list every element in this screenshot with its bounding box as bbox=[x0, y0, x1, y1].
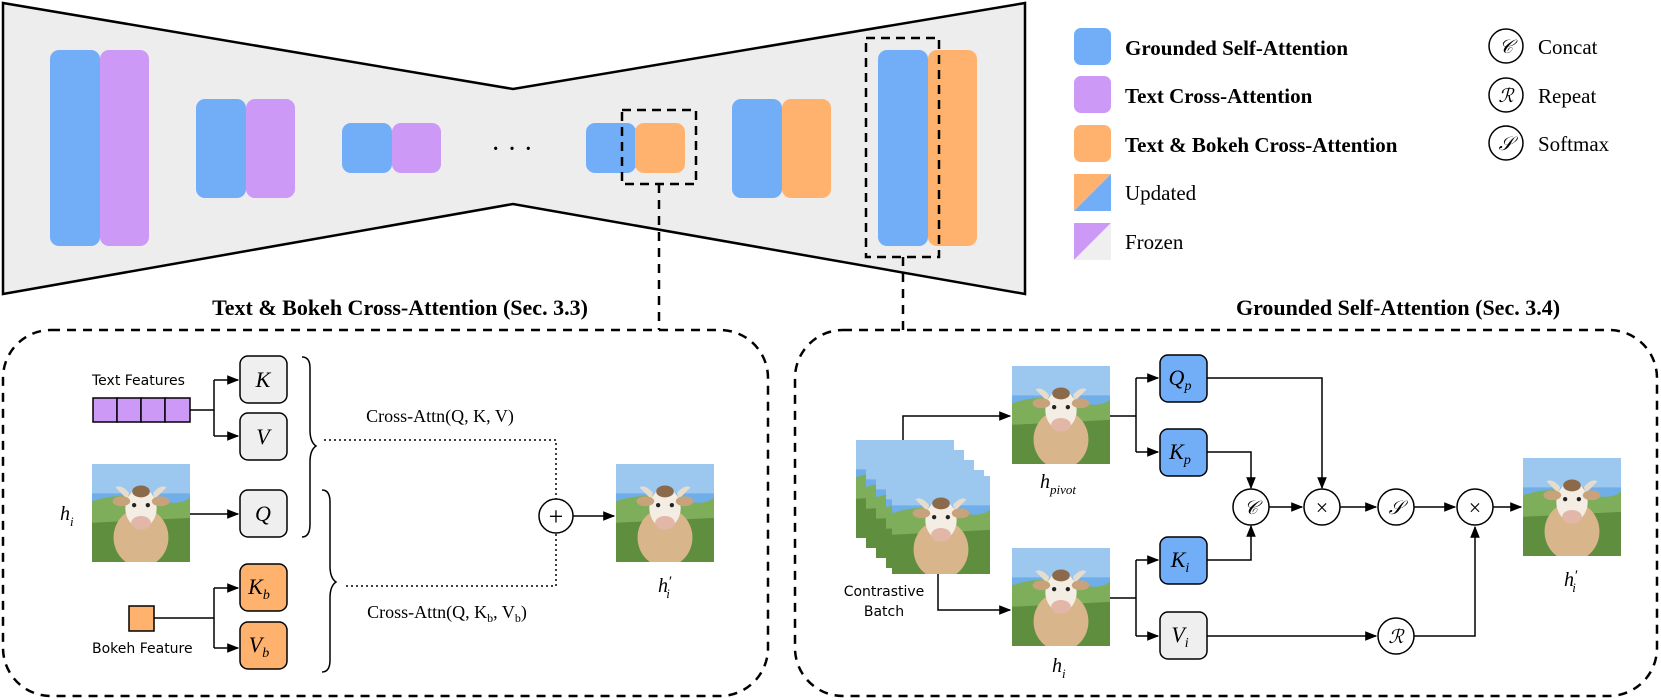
right-panel-title: Grounded Self-Attention (Sec. 3.4) bbox=[1236, 295, 1560, 320]
ki-label: Ki bbox=[1170, 547, 1190, 576]
contrastive-batch-label-2: Batch bbox=[864, 604, 904, 620]
right-panel: Grounded Self-Attention (Sec. 3.4) Contr… bbox=[793, 295, 1659, 698]
repeat-symbol: ℛ bbox=[1388, 627, 1405, 648]
cross-attn-top-label: Cross-Attn(Q, K, V) bbox=[366, 406, 514, 427]
unet-block-3-cross bbox=[392, 123, 441, 173]
unet-block-6-bokeh bbox=[928, 50, 977, 246]
kb-box bbox=[239, 563, 288, 612]
k-box bbox=[239, 355, 288, 404]
h-i-label: hi bbox=[60, 503, 74, 529]
kb-label: Kb bbox=[247, 574, 270, 603]
unet-block-2-cross bbox=[246, 99, 295, 198]
unet-block-5-self bbox=[732, 99, 782, 198]
text-features-label: Text Features bbox=[91, 373, 185, 389]
vi-label: Vi bbox=[1171, 622, 1188, 651]
legend-repeat-icon bbox=[1488, 77, 1524, 113]
legend-swatch-updated bbox=[1074, 174, 1111, 211]
unet-block-6-highlight bbox=[864, 36, 941, 259]
qp-label: Qp bbox=[1169, 365, 1192, 394]
unet-blocks: · · · bbox=[50, 36, 977, 259]
brace-top bbox=[301, 356, 318, 538]
contrastive-batch-label-1: Contrastive bbox=[844, 584, 925, 600]
h-pivot-label: hpivot bbox=[1040, 471, 1076, 497]
multiply-symbol-2: × bbox=[1469, 495, 1481, 520]
legend-label-bokeh-cross: Text & Bokeh Cross-Attention bbox=[1125, 133, 1398, 157]
legend-label-grounded: Grounded Self-Attention bbox=[1125, 36, 1348, 60]
k-label: K bbox=[255, 367, 272, 392]
legend-label-updated: Updated bbox=[1125, 181, 1197, 205]
text-features-tokens bbox=[92, 397, 191, 423]
unet-block-1-cross bbox=[100, 50, 149, 246]
unet-block-2-self bbox=[196, 99, 246, 198]
legend-softmax-icon bbox=[1488, 125, 1524, 161]
unet-ellipsis: · · · bbox=[491, 134, 533, 165]
legend-swatch-frozen bbox=[1074, 223, 1111, 260]
contrastive-batch-stack bbox=[855, 439, 990, 579]
kp-label: Kp bbox=[1168, 439, 1191, 468]
legend-repeat-label: Repeat bbox=[1538, 84, 1596, 108]
input-image-h-i bbox=[92, 464, 190, 567]
h-i-image-right bbox=[1012, 548, 1110, 651]
add-symbol: + bbox=[549, 502, 564, 531]
legend-label-frozen: Frozen bbox=[1125, 230, 1184, 254]
legend-concat-icon bbox=[1488, 28, 1524, 64]
unet-block-5-bokeh bbox=[782, 99, 831, 198]
unet-shape bbox=[1, 1, 1027, 296]
q-label: Q bbox=[255, 501, 271, 526]
unet-block-6-self bbox=[878, 50, 928, 246]
unet-block-3-self bbox=[342, 123, 392, 173]
bokeh-feature-token bbox=[128, 605, 155, 632]
cross-attn-top-path bbox=[324, 439, 557, 500]
vb-label: Vb bbox=[249, 632, 269, 661]
left-panel: Text & Bokeh Cross-Attention (Sec. 3.3) … bbox=[1, 295, 770, 698]
left-panel-frame bbox=[1, 328, 770, 698]
legend-swatch-bokeh-cross bbox=[1074, 125, 1111, 162]
legend-concat-label: Concat bbox=[1538, 35, 1598, 59]
legend: Grounded Self-Attention Text Cross-Atten… bbox=[1074, 28, 1610, 260]
output-image-right bbox=[1523, 458, 1621, 561]
vb-box bbox=[239, 621, 288, 670]
legend-softmax-label: Softmax bbox=[1538, 132, 1610, 156]
unet-block-4-bokeh bbox=[635, 123, 685, 173]
v-box bbox=[239, 412, 288, 461]
brace-bottom bbox=[321, 489, 338, 673]
unet-block-4-self bbox=[586, 123, 636, 173]
unet-block-1-self bbox=[50, 50, 100, 246]
v-label: V bbox=[256, 424, 272, 449]
cross-attn-bottom-label: Cross-Attn(Q, Kb, Vb) bbox=[367, 602, 527, 625]
h-pivot-image bbox=[1012, 366, 1110, 469]
h-i-label-right: hi bbox=[1052, 655, 1066, 681]
legend-label-text-cross: Text Cross-Attention bbox=[1125, 84, 1313, 108]
cross-attn-bottom-path bbox=[346, 532, 557, 587]
legend-repeat-symbol: ℛ bbox=[1498, 86, 1515, 107]
bokeh-feature-label: Bokeh Feature bbox=[92, 641, 193, 657]
output-image-left bbox=[616, 464, 714, 567]
left-panel-title: Text & Bokeh Cross-Attention (Sec. 3.3) bbox=[212, 295, 588, 320]
q-box bbox=[239, 489, 288, 538]
legend-swatch-text-cross bbox=[1074, 76, 1111, 113]
multiply-symbol-1: × bbox=[1316, 495, 1328, 520]
right-panel-frame bbox=[793, 328, 1659, 698]
output-label-right: h′i bbox=[1564, 568, 1578, 595]
output-label-left: h′i bbox=[658, 574, 672, 601]
legend-swatch-grounded bbox=[1074, 28, 1111, 65]
